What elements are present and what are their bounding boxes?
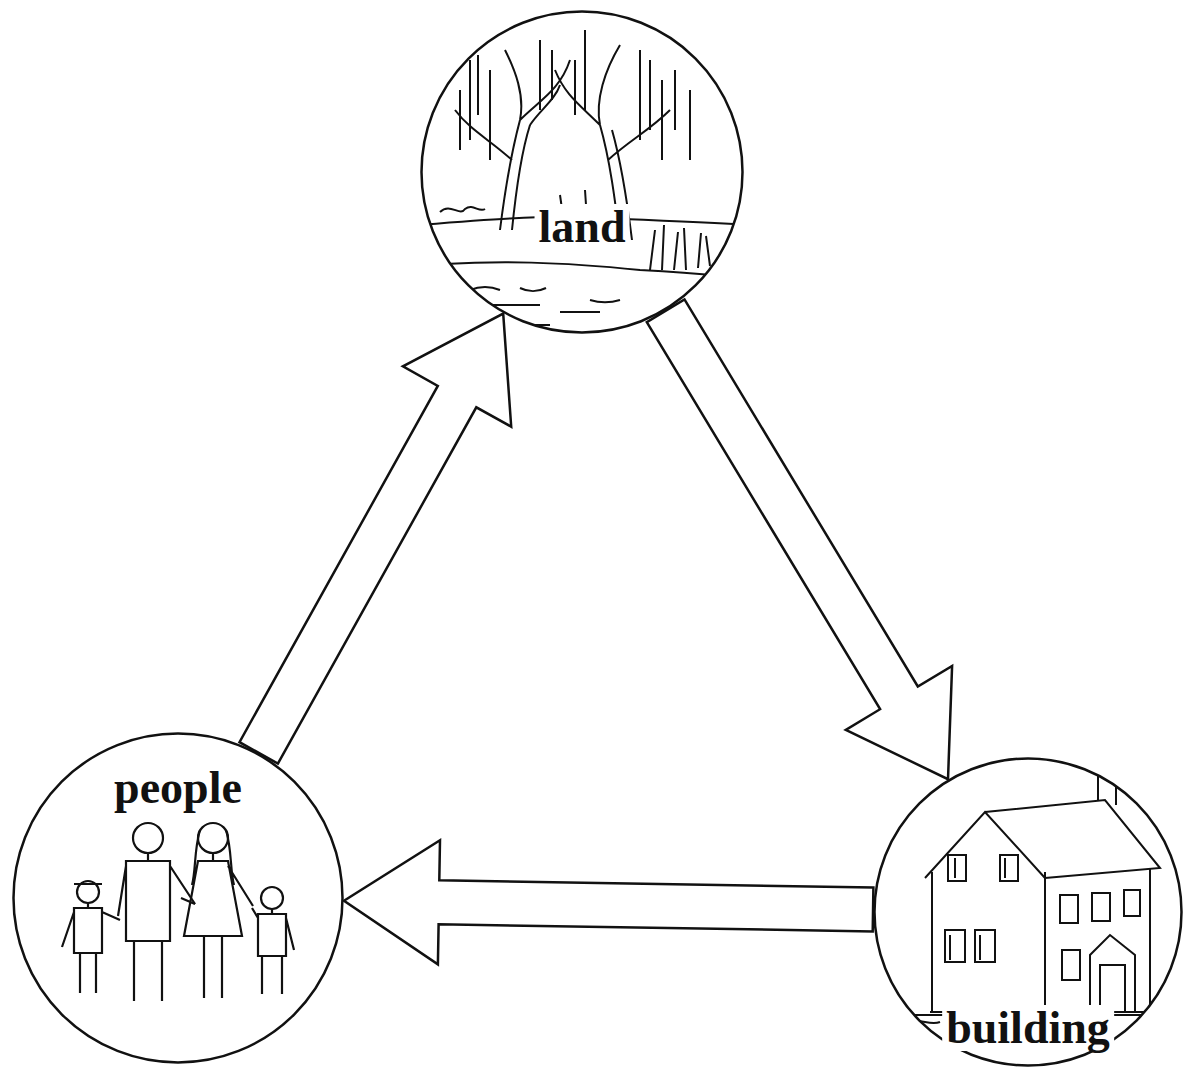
building-circle: building — [873, 757, 1183, 1067]
node-label: land — [535, 204, 630, 250]
block-arrow — [240, 314, 512, 764]
circle-border — [14, 734, 343, 1063]
family-sketch — [62, 823, 294, 1001]
circle-outline — [420, 10, 744, 334]
people-circle: people — [12, 732, 344, 1064]
node-label: building — [942, 1005, 1114, 1051]
circle-border — [875, 759, 1182, 1066]
house-sketch — [900, 765, 1160, 1023]
node-label: people — [110, 765, 246, 811]
block-arrow — [647, 299, 952, 779]
land-circle: land — [420, 10, 744, 334]
circle-border — [422, 12, 743, 333]
block-arrow — [344, 840, 873, 964]
